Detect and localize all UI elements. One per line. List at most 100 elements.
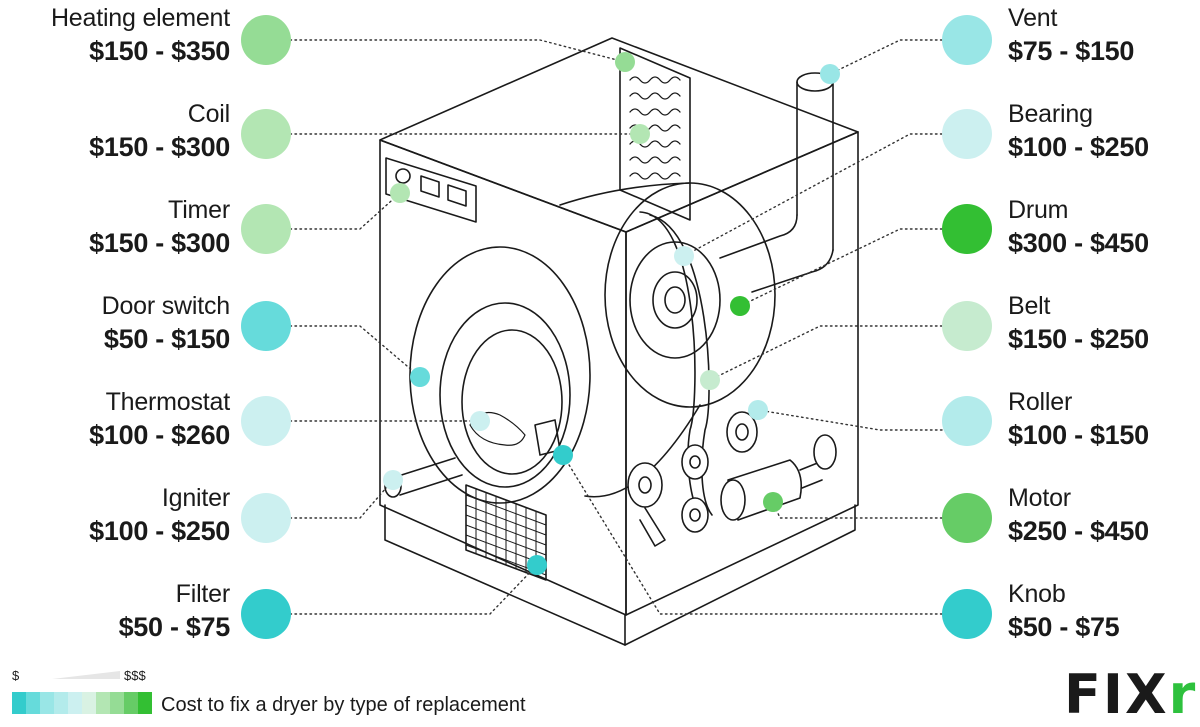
- logo-accent: r: [1168, 663, 1198, 726]
- part-name: Belt: [1008, 292, 1051, 320]
- legend-scale-swatch: [138, 692, 152, 714]
- swatch-belt: [942, 301, 992, 351]
- part-cost: $100 - $250: [89, 515, 230, 546]
- timer-dial: [395, 168, 411, 184]
- marker-motor: [763, 492, 783, 512]
- part-door-switch: Door switch $50 - $150: [0, 292, 231, 354]
- marker-timer: [390, 183, 410, 203]
- part-cost: $250 - $450: [1008, 515, 1149, 546]
- marker-bearing: [674, 246, 694, 266]
- drum-hub-outer: [629, 241, 721, 359]
- part-cost: $50 - $75: [118, 611, 231, 642]
- pulley-mid: [681, 444, 709, 480]
- part-thermostat: Thermostat $100 - $260: [0, 388, 231, 450]
- part-drum: Drum $300 - $450: [1008, 196, 1200, 258]
- part-roller: Roller $100 - $150: [1008, 388, 1200, 450]
- part-filter: Filter $50 - $75: [0, 580, 231, 642]
- part-cost: $50 - $75: [1008, 611, 1120, 642]
- part-belt: Belt $150 - $250: [1008, 292, 1200, 354]
- part-vent: Vent $75 - $150: [1008, 4, 1200, 66]
- part-cost: $150 - $250: [1008, 323, 1149, 354]
- part-cost: $150 - $350: [89, 35, 230, 66]
- part-coil: Coil $150 - $300: [0, 100, 230, 162]
- marker-thermostat: [470, 411, 490, 431]
- part-cost: $50 - $150: [103, 323, 230, 354]
- part-cost: $100 - $260: [89, 419, 230, 450]
- swatch-vent: [942, 15, 992, 65]
- base-side: [624, 504, 856, 646]
- leader-motor: [772, 501, 943, 519]
- dryer-illustration: [379, 37, 859, 646]
- leader-vent: [829, 39, 943, 75]
- part-cost: $75 - $150: [1008, 35, 1135, 66]
- swatch-motor: [942, 493, 992, 543]
- part-name: Timer: [168, 196, 230, 224]
- leader-bearing: [683, 133, 943, 257]
- part-bearing: Bearing $100 - $250: [1008, 100, 1200, 162]
- part-motor: Motor $250 - $450: [1008, 484, 1200, 546]
- part-cost: $150 - $300: [89, 227, 230, 258]
- door-ring: [439, 302, 571, 488]
- part-markers: [383, 52, 840, 575]
- swatch-thermostat: [241, 396, 291, 446]
- marker-filter: [527, 555, 547, 575]
- legend-scale-swatch: [26, 692, 40, 714]
- swatch-bearing: [942, 109, 992, 159]
- marker-coil: [630, 124, 650, 144]
- part-name: Vent: [1008, 4, 1058, 32]
- marker-drum: [730, 296, 750, 316]
- part-name: Door switch: [101, 292, 231, 320]
- part-name: Igniter: [161, 484, 230, 512]
- fixr-logo: FIXr: [1064, 668, 1197, 722]
- marker-belt: [700, 370, 720, 390]
- pulley-small: [681, 497, 709, 533]
- swatch-filter: [241, 589, 291, 639]
- legend-scale-swatch: [82, 692, 96, 714]
- marker-door-switch: [410, 367, 430, 387]
- part-cost: $150 - $300: [89, 131, 230, 162]
- leader-lines: [289, 39, 943, 615]
- base-front: [384, 504, 626, 646]
- marker-igniter: [383, 470, 403, 490]
- heater-housing: [619, 47, 691, 221]
- legend-scale-swatch: [54, 692, 68, 714]
- leader-belt: [709, 325, 943, 381]
- legend-caption: Cost to fix a dryer by type of replaceme…: [161, 694, 526, 716]
- leader-timer: [289, 192, 401, 230]
- swatch-timer: [241, 204, 291, 254]
- marker-roller: [748, 400, 768, 420]
- leader-igniter: [289, 479, 394, 519]
- swatch-drum: [942, 204, 992, 254]
- legend-high-label: $$$: [124, 668, 146, 683]
- label-circles: [241, 15, 992, 639]
- logo-main: FIX: [1064, 663, 1169, 726]
- drum-front: [409, 246, 591, 504]
- part-name: Coil: [187, 100, 230, 128]
- legend-scale-swatch: [12, 692, 26, 714]
- marker-vent: [820, 64, 840, 84]
- part-igniter: Igniter $100 - $250: [0, 484, 230, 546]
- marker-knob: [553, 445, 573, 465]
- legend-low-label: $: [12, 668, 20, 683]
- leader-knob: [562, 454, 943, 615]
- belt-tensioner: [639, 507, 666, 547]
- legend-scale-swatch: [124, 692, 138, 714]
- part-heating-element: Heating element $150 - $350: [0, 4, 230, 66]
- door-glass: [461, 329, 563, 475]
- pulley-large: [627, 462, 663, 508]
- swatch-coil: [241, 109, 291, 159]
- part-timer: Timer $150 - $300: [0, 196, 230, 258]
- swatch-heating-element: [241, 15, 291, 65]
- legend-ramp: [52, 671, 120, 679]
- part-cost: $100 - $150: [1008, 419, 1149, 450]
- part-name: Motor: [1008, 484, 1071, 512]
- motor-body: [727, 459, 803, 521]
- part-name: Thermostat: [105, 388, 231, 416]
- part-cost: $100 - $250: [1008, 131, 1149, 162]
- legend-scale-swatch: [40, 692, 54, 714]
- legend-scale-swatch: [96, 692, 110, 714]
- part-name: Roller: [1008, 388, 1073, 416]
- part-knob: Knob $50 - $75: [1008, 580, 1200, 642]
- marker-heating-element: [615, 52, 635, 72]
